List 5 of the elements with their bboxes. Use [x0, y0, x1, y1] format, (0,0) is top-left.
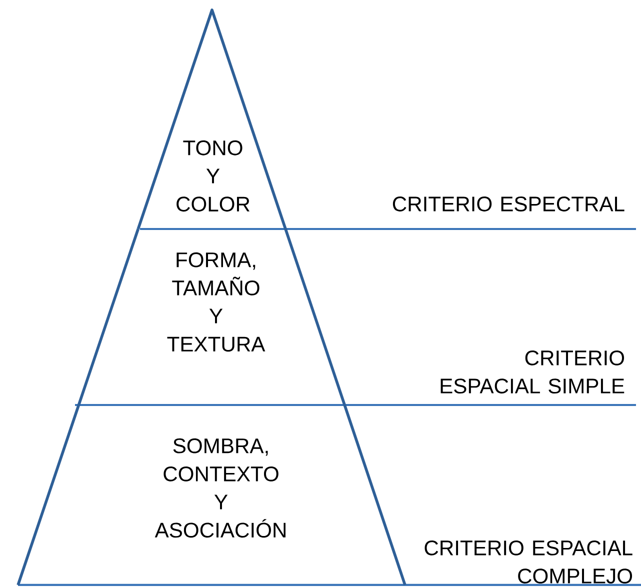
pyramid-apex: TONO Y COLOR [136, 8, 287, 230]
pyramid-band: SOMBRA, CONTEXTO Y ASOCIACIÓN [16, 404, 406, 586]
pyramid-band: FORMA, TAMAÑO Y TEXTURA [77, 228, 346, 406]
criterion-label: CRITERIO ESPECTRAL [392, 196, 624, 212]
criterion-label: CRITERIO ESPACIAL SIMPLE [440, 350, 624, 394]
